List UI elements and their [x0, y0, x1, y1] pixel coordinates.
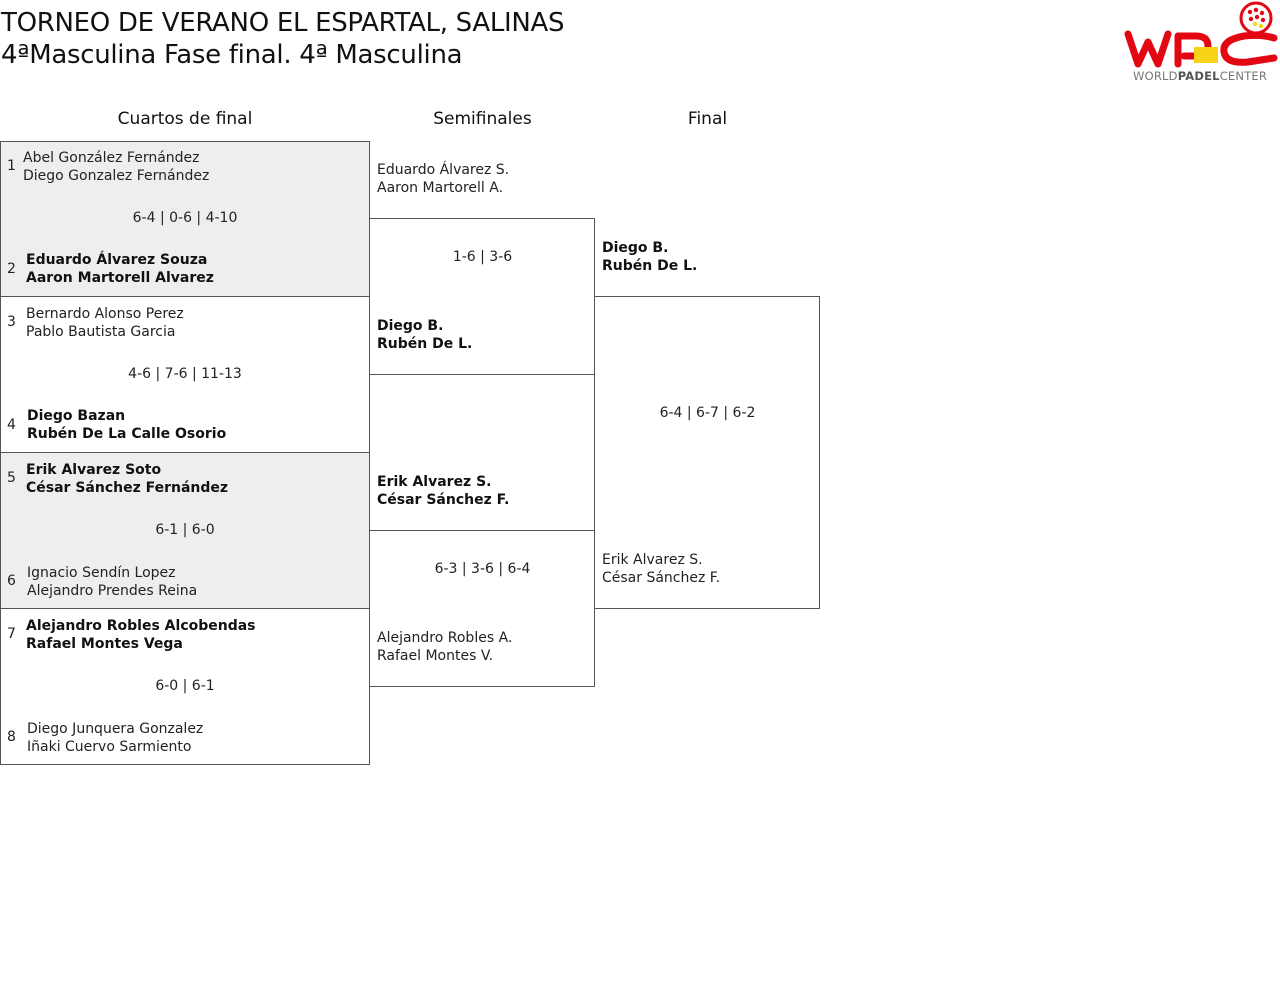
player-name: Eduardo Álvarez Souza [26, 252, 208, 268]
match-score: 6-0 | 6-1 [155, 678, 215, 694]
player-name: Diego B. [602, 240, 669, 256]
player-name: Alejandro Prendes Reina [27, 583, 198, 599]
player-name: César Sánchez Fernández [26, 480, 229, 496]
tournament-title: TORNEO DE VERANO EL ESPARTAL, SALINAS [1, 8, 565, 38]
player-name: Pablo Bautista Garcia [26, 324, 176, 340]
category-title: 4ªMasculina Fase final. 4ª Masculina [1, 40, 463, 70]
seed-number: 1 [7, 158, 16, 174]
match-score: 6-4 | 0-6 | 4-10 [132, 210, 238, 226]
round-header-final: Final [687, 109, 728, 129]
final-match [594, 296, 820, 609]
match-score: 4-6 | 7-6 | 11-13 [128, 366, 242, 382]
round-header-semifinals: Semifinales [433, 109, 532, 129]
team-names: Bernardo Alonso Perez Pablo Bautista Gar… [26, 305, 184, 341]
player-name: Rubén De La Calle Osorio [27, 426, 227, 442]
player-name: César Sánchez F. [377, 492, 510, 508]
logo-wordmark: WORLDPADELCENTER [1133, 69, 1268, 83]
match-score: 6-1 | 6-0 [155, 522, 215, 538]
match-score: 1-6 | 3-6 [452, 249, 513, 265]
player-name: Rafael Montes V. [377, 648, 494, 664]
player-name: Bernardo Alonso Perez [26, 306, 184, 322]
seed-number: 4 [7, 417, 16, 433]
team-names-winner: Diego Bazan Rubén De La Calle Osorio [27, 407, 226, 443]
player-name: Rubén De L. [377, 336, 473, 352]
seed-number: 8 [7, 729, 16, 745]
team-names: Ignacio Sendín Lopez Alejandro Prendes R… [27, 564, 197, 600]
team-names-winner: Erik Alvarez S. César Sánchez F. [377, 473, 509, 509]
player-name: Abel González Fernández [23, 150, 200, 166]
team-names: Eduardo Álvarez S. Aaron Martorell A. [377, 161, 509, 197]
player-name: Diego Junquera Gonzalez [27, 721, 204, 737]
player-name: Alejandro Robles A. [377, 630, 513, 646]
seed-number: 3 [7, 314, 16, 330]
player-name: César Sánchez F. [602, 570, 721, 586]
team-names: Abel González Fernández Diego Gonzalez F… [23, 149, 209, 185]
world-padel-center-logo [1124, 0, 1280, 84]
player-name: Aaron Martorell Alvarez [26, 270, 214, 286]
player-name: Iñaki Cuervo Sarmiento [27, 739, 192, 755]
player-name: Alejandro Robles Alcobendas [26, 618, 256, 634]
seed-number: 5 [7, 470, 16, 486]
round-header-quarterfinals: Cuartos de final [117, 109, 253, 129]
player-name: Erik Alvarez Soto [26, 462, 162, 478]
team-names-winner: Diego B. Rubén De L. [377, 317, 472, 353]
team-names-winner: Diego B. Rubén De L. [602, 239, 697, 275]
player-name: Erik Alvarez S. [602, 552, 703, 568]
player-name: Ignacio Sendín Lopez [27, 565, 176, 581]
player-name: Rubén De L. [602, 258, 698, 274]
player-name: Eduardo Álvarez S. [377, 162, 510, 178]
seed-number: 2 [7, 261, 16, 277]
player-name: Rafael Montes Vega [26, 636, 183, 652]
seed-number: 6 [7, 573, 16, 589]
wpc-logo-mark [1124, 1, 1278, 68]
player-name: Diego B. [377, 318, 444, 334]
match-score: 6-4 | 6-7 | 6-2 [659, 405, 756, 421]
team-names-winner: Erik Alvarez Soto César Sánchez Fernánde… [26, 461, 228, 497]
team-names: Alejandro Robles A. Rafael Montes V. [377, 629, 512, 665]
player-name: Aaron Martorell A. [377, 180, 504, 196]
seed-number: 7 [7, 626, 16, 642]
team-names-winner: Eduardo Álvarez Souza Aaron Martorell Al… [26, 251, 214, 287]
team-names-winner: Alejandro Robles Alcobendas Rafael Monte… [26, 617, 256, 653]
team-names: Diego Junquera Gonzalez Iñaki Cuervo Sar… [27, 720, 203, 756]
team-names: Erik Alvarez S. César Sánchez F. [602, 551, 720, 587]
player-name: Diego Gonzalez Fernández [23, 168, 210, 184]
player-name: Diego Bazan [27, 408, 126, 424]
player-name: Erik Alvarez S. [377, 474, 492, 490]
match-score: 6-3 | 3-6 | 6-4 [434, 561, 531, 577]
